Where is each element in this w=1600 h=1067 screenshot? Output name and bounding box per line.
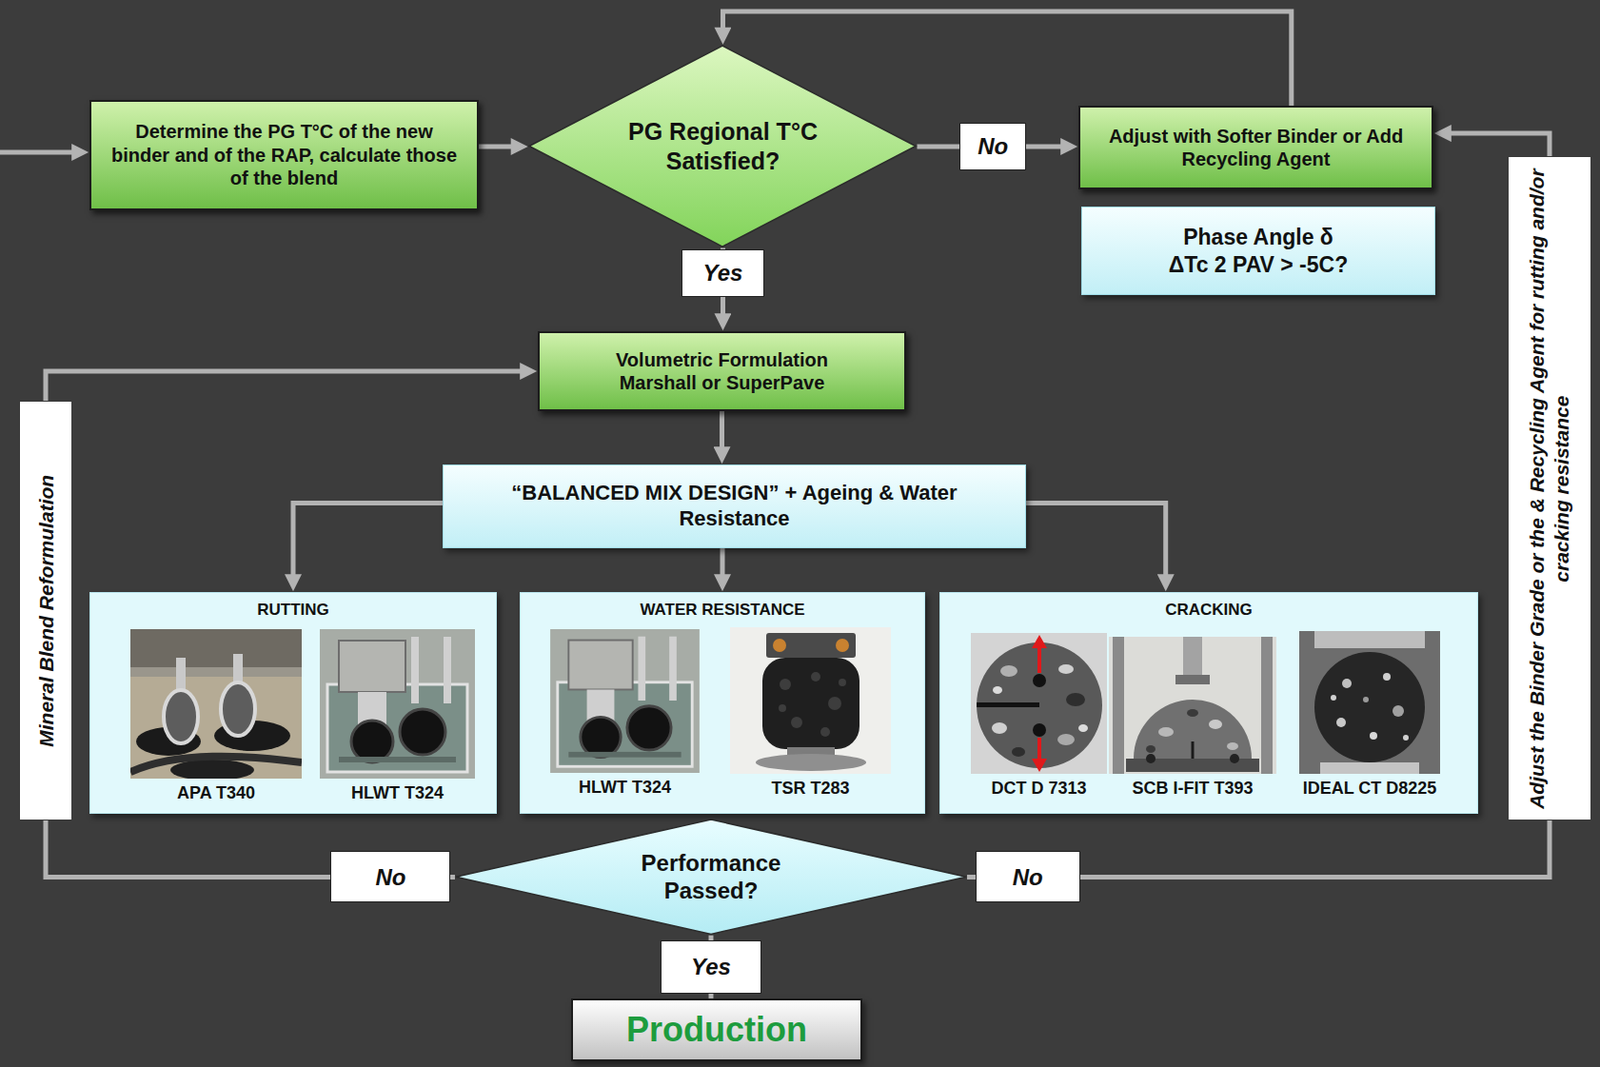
- loop-label-box: Adjust the Binder Grade or the & Recycli…: [1507, 156, 1592, 821]
- loop-label-text: Mineral Blend Reformulation: [33, 412, 59, 810]
- panel-heading: CRACKING: [940, 592, 1478, 621]
- entry-arrow: [0, 150, 82, 156]
- connector: [45, 371, 531, 401]
- test-photo-image: [1108, 636, 1277, 774]
- process-box: Adjust with Softer Binder or Add Recycli…: [1078, 105, 1434, 190]
- test-photo-image: [130, 629, 302, 779]
- test-caption: APA T340: [177, 783, 256, 805]
- test-photo: [319, 629, 475, 779]
- test-photo-image: [730, 627, 891, 774]
- edge-label: Yes: [691, 952, 731, 981]
- edge-label-box: Yes: [660, 940, 762, 994]
- test-photo-card: SCB I-FIT T393: [1108, 636, 1277, 800]
- test-photo: [730, 627, 891, 774]
- connector: [478, 143, 521, 149]
- box-text: Determine the PG T°C of the new binder a…: [104, 119, 464, 190]
- connector: [1441, 133, 1550, 157]
- rotated-text-holder: Mineral Blend Reformulation: [33, 412, 59, 810]
- decision-diamond: Performance Passed?: [454, 818, 968, 935]
- edge-label-box: No: [959, 122, 1027, 171]
- edge-label: No: [375, 863, 406, 891]
- test-photo-image: [970, 632, 1107, 774]
- decision-diamond: PG Regional T°C Satisfied?: [528, 44, 917, 248]
- diamond-shape: [529, 45, 916, 247]
- box-text: Phase Angle δ ΔTc 2 PAV > -5C?: [1095, 223, 1422, 277]
- process-box: Determine the PG T°C of the new binder a…: [89, 99, 479, 211]
- edge-label-box: No: [975, 850, 1081, 903]
- test-caption: HLWT T324: [578, 777, 672, 799]
- test-photo-card: TSR T283: [730, 627, 891, 800]
- connector: [1026, 502, 1166, 585]
- diamond-shape: [455, 819, 967, 934]
- connector: [720, 548, 726, 585]
- test-photo-image: [319, 629, 475, 779]
- test-photo-card: HLWT T324: [319, 629, 475, 805]
- test-photo: [970, 632, 1107, 774]
- test-panel: RUTTING APA T340 HLWT T324: [89, 592, 497, 814]
- test-photo: [130, 629, 302, 779]
- test-photo: [545, 629, 705, 773]
- connector: [293, 502, 443, 585]
- loop-label-box: Mineral Blend Reformulation: [19, 400, 73, 821]
- box-text: “BALANCED MIX DESIGN” + Ageing & Water R…: [456, 480, 1012, 533]
- connector: [719, 411, 725, 457]
- test-photo-card: HLWT T324: [545, 629, 705, 799]
- test-photo: [1299, 631, 1441, 774]
- test-panel: CRACKING DCT D 7313 SCB I-FIT T393 IDEAL CT…: [939, 592, 1479, 814]
- test-photo-card: APA T340: [130, 629, 302, 805]
- box-text: Adjust with Softer Binder or Add Recycli…: [1093, 124, 1419, 172]
- diamond-outline: [528, 44, 917, 248]
- process-box: Volumetric Formulation Marshall or Super…: [537, 331, 907, 412]
- test-photo-card: DCT D 7313: [970, 632, 1107, 800]
- test-photo-image: [1299, 631, 1441, 774]
- diamond-outline: [454, 818, 968, 935]
- box-text: Production: [626, 1008, 808, 1051]
- test-caption: IDEAL CT D8225: [1303, 778, 1438, 800]
- edge-label-box: Yes: [681, 249, 765, 297]
- edge-label: No: [1012, 863, 1044, 891]
- terminal-box: Production: [571, 998, 863, 1062]
- box-text: Volumetric Formulation Marshall or Super…: [553, 348, 891, 396]
- criterion-box: Phase Angle δ ΔTc 2 PAV > -5C?: [1081, 206, 1436, 296]
- panel-heading: RUTTING: [90, 592, 496, 621]
- decision-text: Performance Passed?: [615, 849, 807, 906]
- loop-label-text: Adjust the Binder Grade or the & Recycli…: [1524, 167, 1574, 810]
- edge-label: No: [977, 132, 1008, 160]
- test-photo-card: IDEAL CT D8225: [1299, 631, 1441, 800]
- test-panel: WATER RESISTANCE HLWT T324 TSR T283: [519, 592, 926, 814]
- test-photo-image: [550, 629, 700, 773]
- edge-label: Yes: [703, 258, 744, 287]
- test-caption: TSR T283: [770, 778, 850, 800]
- edge-label-box: No: [330, 850, 451, 903]
- decision-text: PG Regional T°C Satisfied?: [612, 117, 832, 176]
- test-caption: HLWT T324: [351, 783, 444, 805]
- stage-box: “BALANCED MIX DESIGN” + Ageing & Water R…: [442, 464, 1027, 549]
- test-caption: DCT D 7313: [990, 778, 1087, 800]
- rotated-text-holder: Adjust the Binder Grade or the & Recycli…: [1524, 167, 1574, 810]
- panel-heading: WATER RESISTANCE: [520, 592, 925, 621]
- test-caption: SCB I-FIT T393: [1131, 778, 1253, 800]
- test-photo: [1108, 636, 1277, 774]
